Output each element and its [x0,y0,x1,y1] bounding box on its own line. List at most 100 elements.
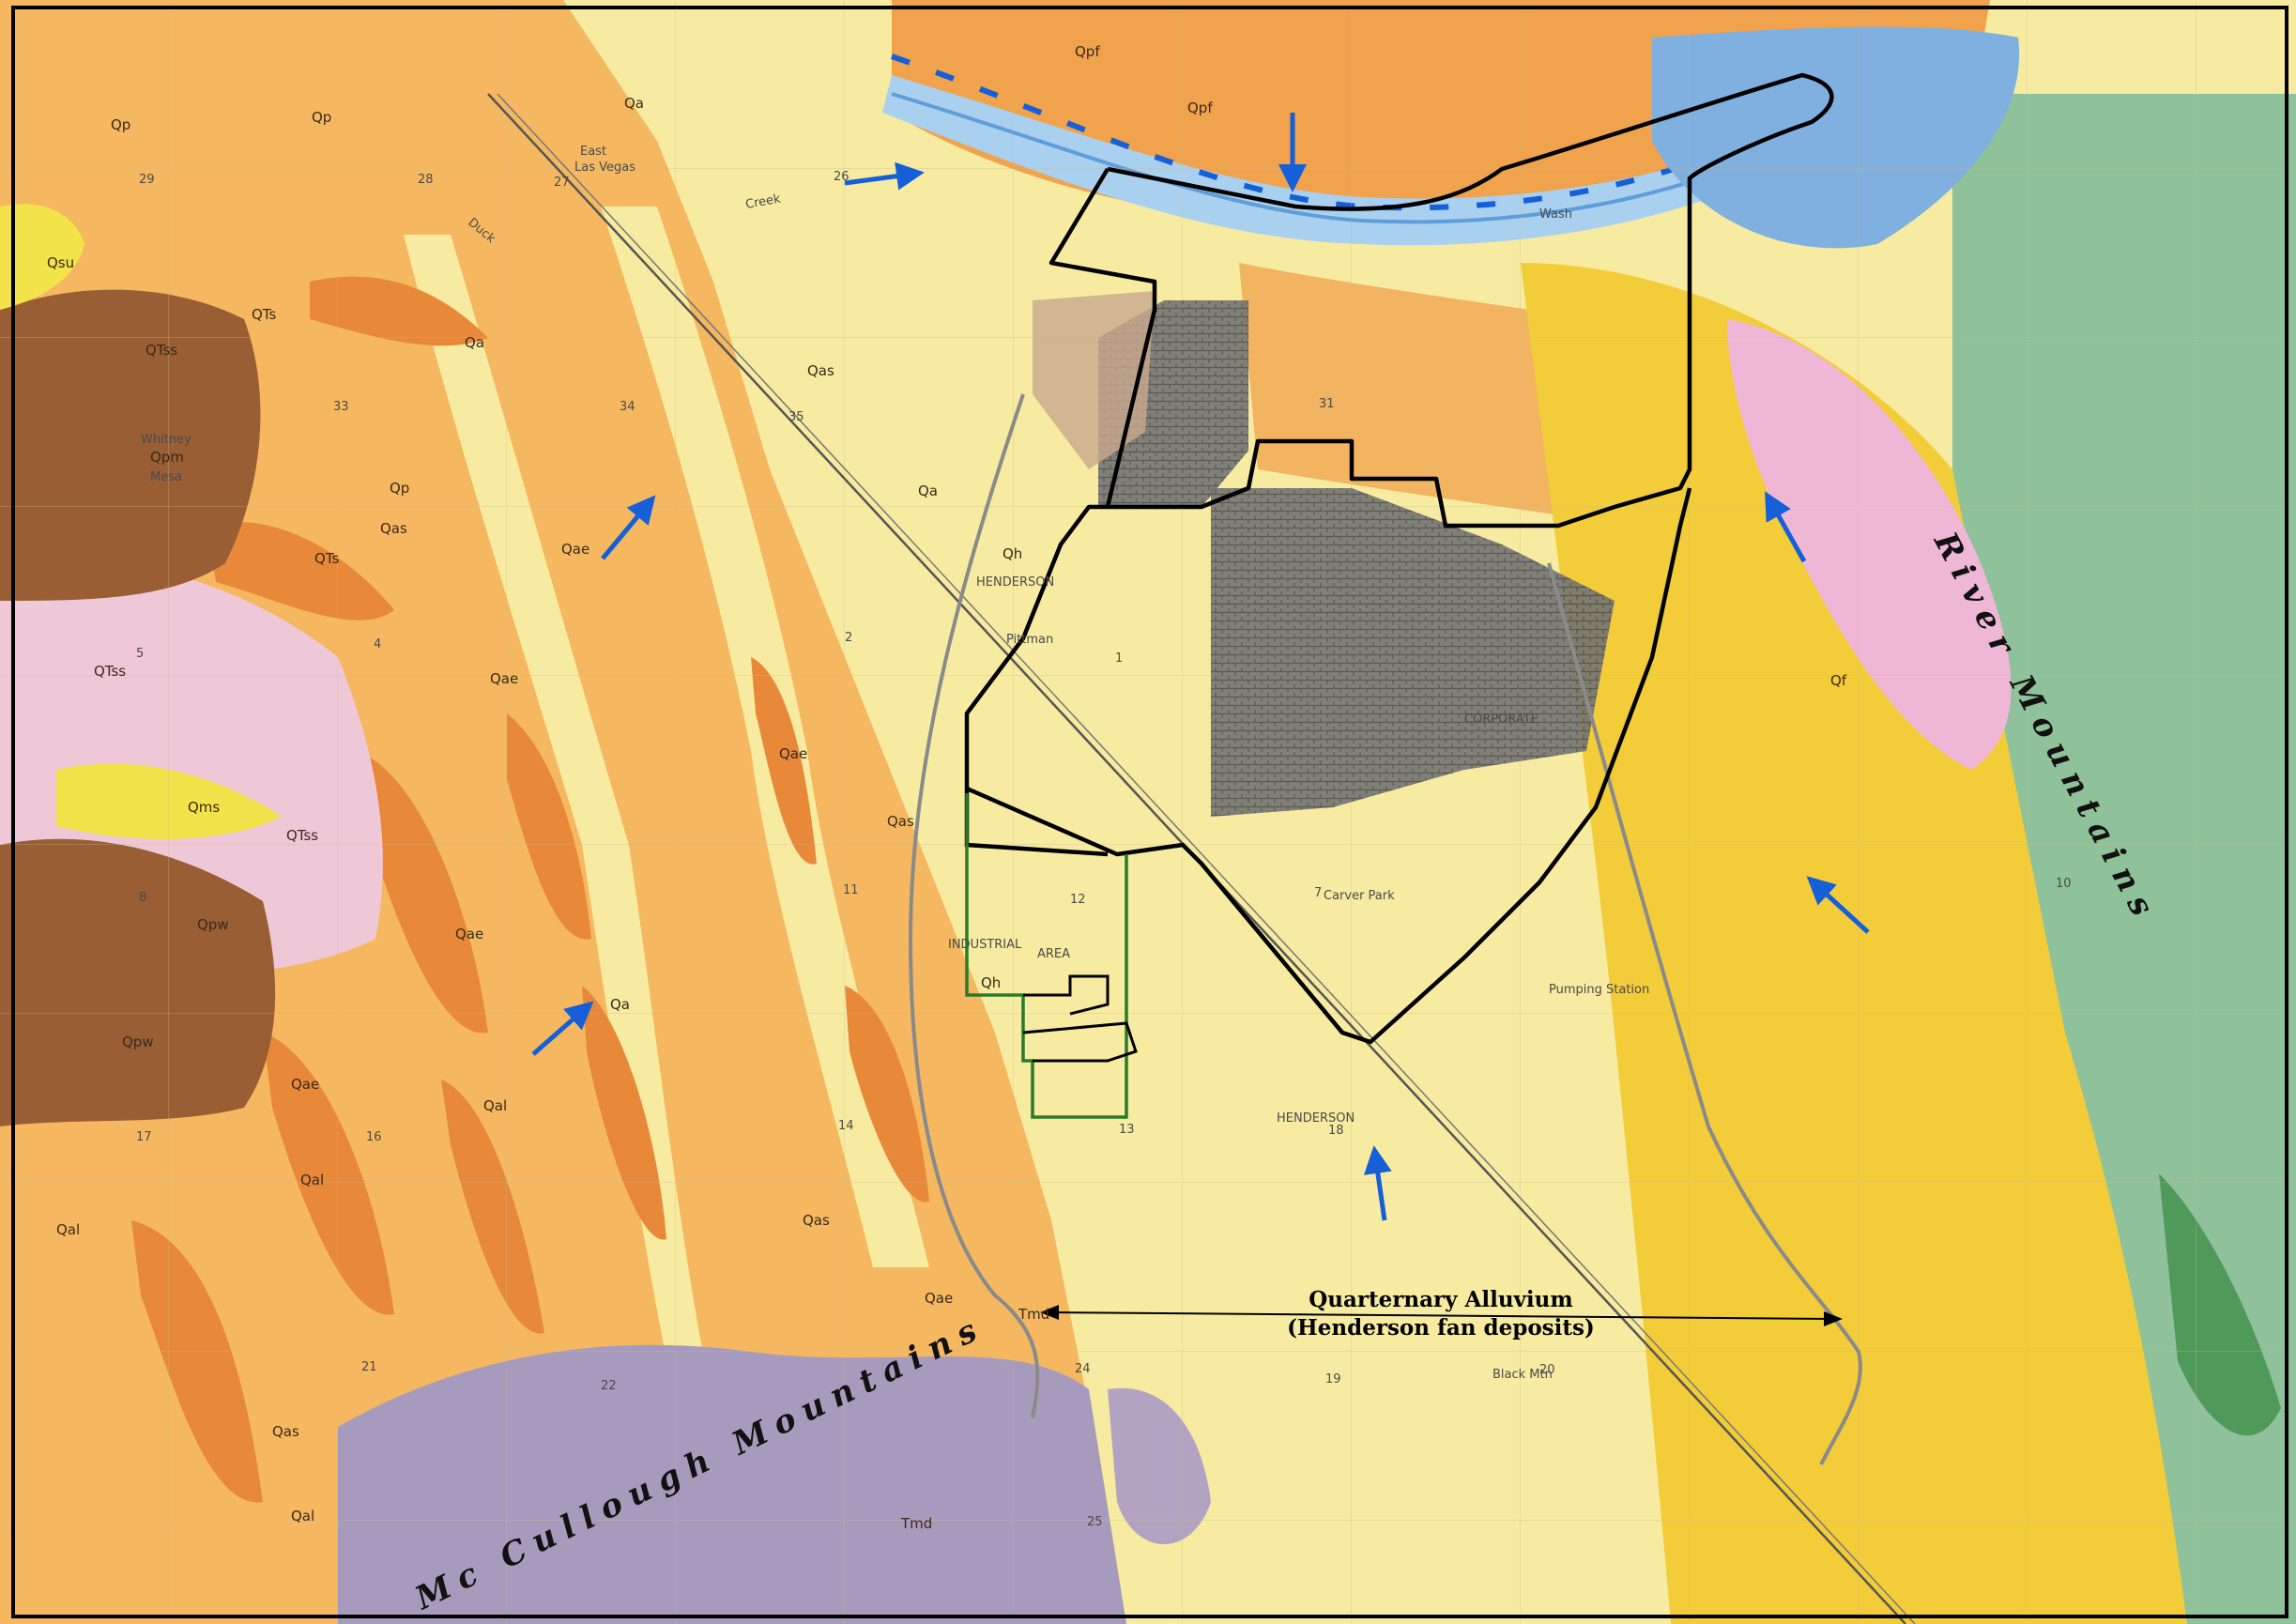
label-industrial: INDUSTRIAL [948,938,1022,952]
label-henderson-south: HENDERSON [1277,1111,1355,1126]
unit-label-qpm: Qpm [150,449,184,466]
label-wash: Wash [1539,207,1572,222]
railroad-line-2 [497,93,1916,1624]
label-corporate: CORPORATE [1464,712,1538,727]
section-number: 7 [1314,886,1322,900]
unit-label-qpf: Qpf [1187,100,1213,116]
section-number: 11 [843,883,859,897]
unit-label-qms: Qms [188,799,220,816]
unit-label-qts: QTs [314,550,339,567]
unit-label-qae: Qae [291,1076,319,1093]
unit-label-qal: Qal [291,1508,314,1524]
unit-label-qtss: QTss [94,663,126,680]
arrow-west-lower [531,1001,594,1056]
label-area: AREA [1037,947,1070,961]
section-number: 35 [788,410,804,424]
section-number: 24 [1075,1362,1091,1376]
section-number: 4 [374,637,381,651]
section-number: 17 [136,1130,152,1144]
unit-label-qae: Qae [490,670,518,687]
annotation-line1: Quarternary Alluvium [1309,1287,1572,1312]
section-number: 16 [366,1130,382,1144]
section-number: 25 [1087,1515,1103,1529]
unit-label-qas: Qas [272,1423,299,1440]
urban-area-main [1211,488,1615,817]
unit-labels: Qa Qa Qa Qa Qp Qp Qp Qsu QTs QTs QTss QT… [47,43,1847,1532]
map-frame [11,6,2288,1618]
unit-label-qas: Qas [803,1212,830,1229]
arrow-river-mtn-upper [1765,491,1807,563]
unit-label-qas: Qas [887,813,914,830]
unit-label-qh: Qh [1003,545,1022,562]
section-number: 10 [2056,877,2072,891]
unit-label-qae: Qae [455,926,483,942]
label-carver-park: Carver Park [1324,889,1395,903]
unit-label-qae: Qae [561,541,589,558]
unit-label-qal: Qal [483,1097,507,1114]
section-number: 5 [136,647,144,661]
unit-label-qal: Qal [300,1172,324,1188]
site-outline-green [965,793,1128,1119]
annotation-line2: (Henderson fan deposits) [1287,1315,1595,1341]
unit-label-qh: Qh [981,974,1001,991]
unit-label-qa: Qa [610,996,630,1013]
unit-label-qa: Qa [624,95,644,112]
section-number: 12 [1070,893,1086,907]
section-number: 34 [620,400,635,414]
label-pumping-station: Pumping Station [1549,983,1649,997]
unit-label-qtss: QTss [145,342,177,359]
section-number: 18 [1328,1124,1344,1138]
unit-label-qp: Qp [390,480,409,497]
flow-arrows [531,113,1870,1221]
label-black-mtn: Black Mtn [1492,1368,1553,1382]
unit-label-qas: Qas [807,362,834,379]
arrow-river-mtn-lower [1806,876,1870,934]
section-number: 33 [333,400,349,414]
unit-label-qf: Qf [1830,672,1847,689]
label-east-las-vegas-2: Las Vegas [574,161,635,175]
unit-label-qp: Qp [111,116,130,133]
section-number: 13 [1119,1123,1135,1137]
section-numbers: 29 28 27 26 33 34 35 1 2 4 5 7 8 10 11 1… [136,170,2072,1529]
label-whitney-mesa-2: Mesa [150,470,182,484]
label-whitney-mesa-1: Whitney [141,433,191,447]
section-number: 21 [361,1360,377,1374]
unit-label-qtss: QTss [286,827,318,844]
arrow-las-vegas-wash-east [844,161,925,191]
unit-label-qal: Qal [56,1221,80,1238]
unit-label-qpf: Qpf [1075,43,1100,60]
hatched-area [1033,291,1155,469]
unit-label-qa: Qa [465,334,484,351]
section-number: 1 [1115,651,1123,666]
study-area-boundary [964,72,1834,1045]
unit-label-qae: Qae [779,745,807,762]
label-creek: Creek [744,192,782,212]
site-outline-black [1022,974,1138,1063]
section-number: 20 [1539,1363,1555,1377]
section-number: 29 [139,173,155,187]
arrow-henderson-south [1363,1145,1392,1221]
label-pittman: Pittman [1006,633,1053,647]
label-east-las-vegas-1: East [580,145,606,159]
section-number: 26 [834,170,850,184]
section-number: 22 [601,1379,617,1393]
label-henderson-north: HENDERSON [976,575,1054,590]
unit-label-qp: Qp [312,109,331,126]
section-number: 2 [845,631,852,645]
alluvium-extent-arrow [1040,1305,1843,1326]
unit-label-qsu: Qsu [47,254,74,271]
section-number: 14 [838,1119,854,1133]
section-number: 27 [554,176,570,190]
section-number: 8 [139,891,146,905]
unit-label-qpw: Qpw [122,1034,154,1050]
unit-label-tmd: Tmd [1018,1306,1049,1323]
section-number: 28 [418,173,434,187]
unit-label-qae: Qae [925,1290,953,1307]
basin-edge-line [908,393,1862,1465]
unit-label-qas: Qas [380,520,407,537]
unit-label-qts: QTs [252,306,276,323]
unit-label-qa: Qa [918,483,938,499]
arrow-west-upper [601,495,656,560]
